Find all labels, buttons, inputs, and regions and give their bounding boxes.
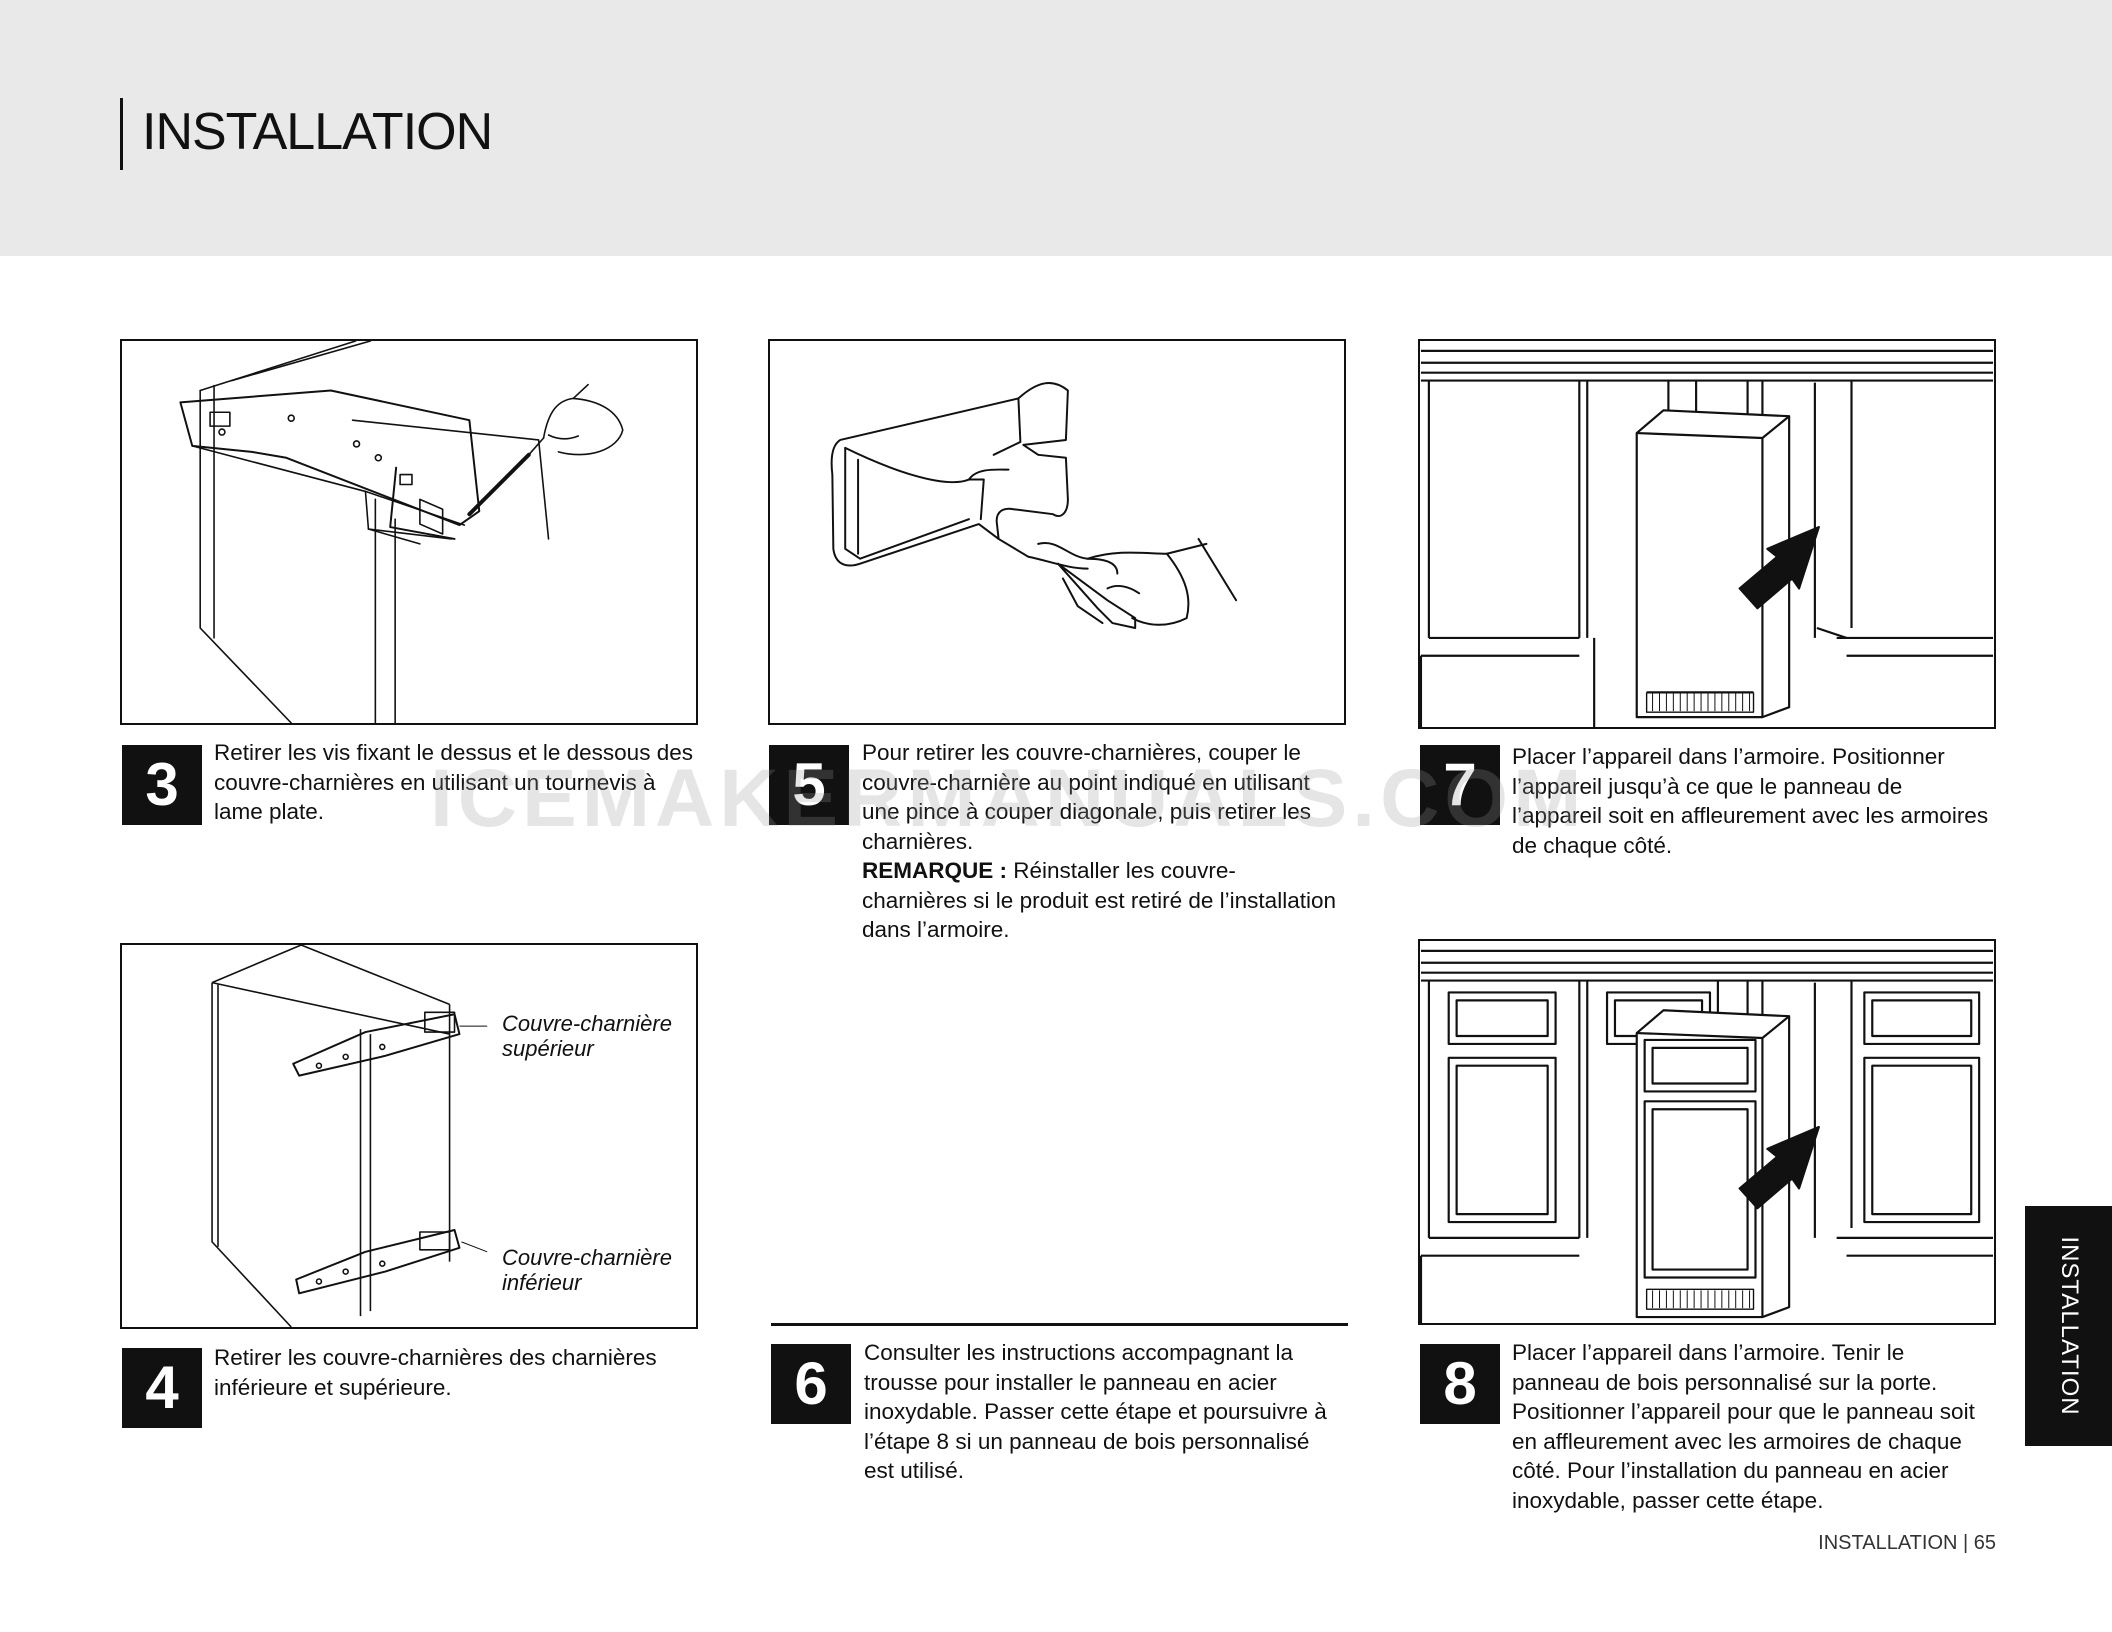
section-side-tab-label: INSTALLATION (2056, 1236, 2083, 1416)
step-5-illustration (768, 339, 1346, 725)
step-7-number: 7 (1420, 745, 1500, 825)
page-header: INSTALLATION (0, 0, 2112, 256)
callout-upper-hinge-cover: Couvre-charnière supérieur (502, 1011, 672, 1061)
section-side-tab: INSTALLATION (2025, 1206, 2112, 1446)
step-8-text: Placer l’appareil dans l’armoire. Tenir … (1512, 1340, 1975, 1513)
step-4-text: Retirer les couvre-charnières des charni… (214, 1345, 657, 1400)
step-7-illustration (1418, 339, 1996, 729)
watermark: ICEMAKERMANUALS.COM (430, 753, 1587, 844)
header-rule (120, 98, 123, 170)
step-3-text: Retirer les vis fixant le dessus et le d… (214, 740, 693, 824)
step-4-number: 4 (122, 1348, 202, 1428)
step-5-main-text: Pour retirer les couvre-charnières, coup… (862, 740, 1312, 854)
step-3-number: 3 (122, 745, 202, 825)
step-6-text: Consulter les instructions accompagnant … (864, 1340, 1327, 1483)
page-title: INSTALLATION (142, 103, 493, 161)
step-8-number: 8 (1420, 1344, 1500, 1424)
step-5-text: Pour retirer les couvre-charnières, coup… (862, 738, 1337, 945)
step-5-note-label: REMARQUE : (862, 858, 1007, 883)
step-3-illustration (120, 339, 698, 725)
step-6-divider (771, 1323, 1348, 1326)
step-6-number: 6 (771, 1344, 851, 1424)
callout-lower-hinge-cover: Couvre-charnière inférieur (502, 1245, 672, 1295)
step-4-illustration: Couvre-charnière supérieur Couvre-charni… (120, 943, 698, 1329)
step-5-number: 5 (769, 745, 849, 825)
page-footer: INSTALLATION | 65 (1818, 1532, 1996, 1554)
step-8-illustration (1418, 939, 1996, 1325)
step-7-text: Placer l’appareil dans l’armoire. Positi… (1512, 744, 1989, 858)
step-5-note-text: Réinstaller les couvre-charnières si le … (862, 858, 1336, 942)
